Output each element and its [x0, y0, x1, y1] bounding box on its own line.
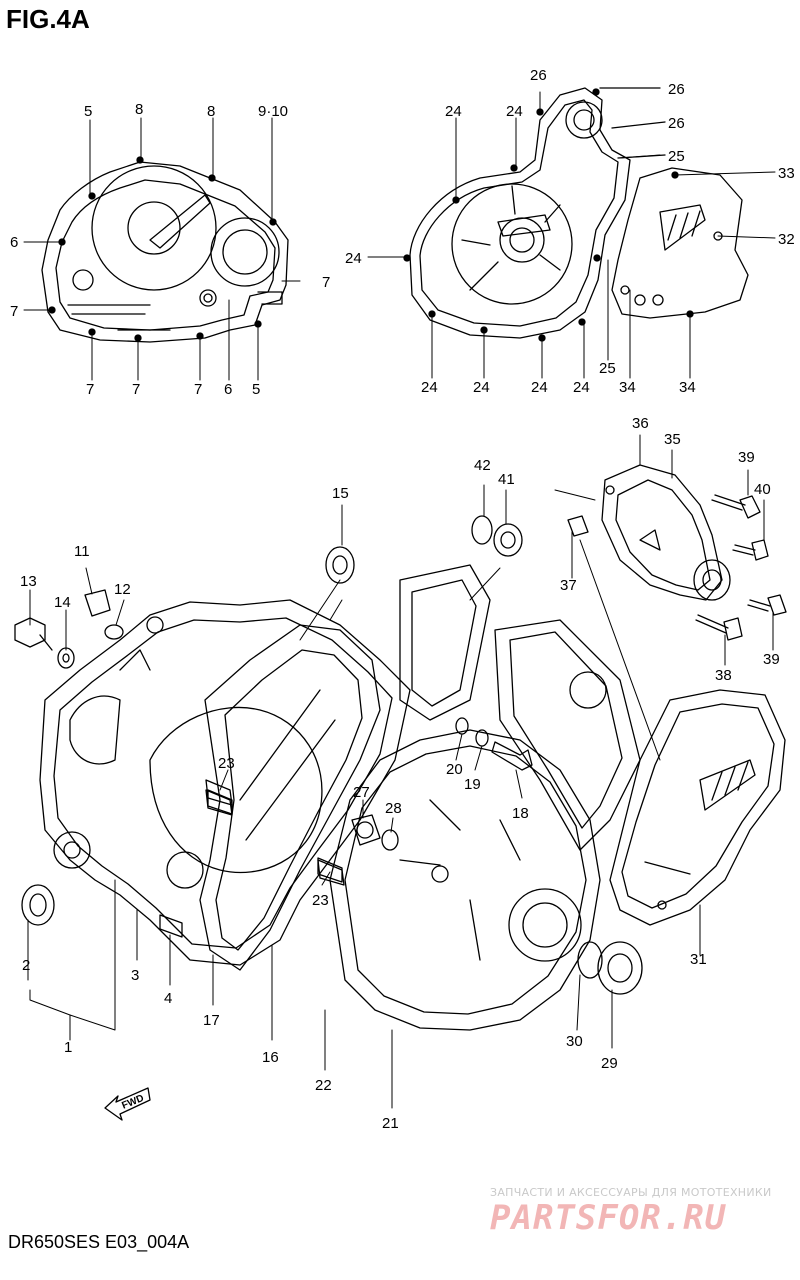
pump-cover-bolts — [695, 494, 787, 641]
callout-7: 7 — [322, 274, 330, 291]
callout-5: 5 — [252, 381, 260, 398]
callout-25: 25 — [668, 148, 685, 165]
callout-24: 24 — [421, 379, 438, 396]
callout-12: 12 — [114, 581, 131, 598]
callout-29: 29 — [601, 1055, 618, 1072]
callout-6: 6 — [10, 234, 18, 251]
callout-40: 40 — [754, 481, 771, 498]
callout-14: 14 — [54, 594, 71, 611]
callout-8: 8 — [135, 101, 143, 118]
watermark-logo: PARTSFOR.RU — [490, 1198, 727, 1238]
fwd-arrow: FWD — [104, 1087, 151, 1121]
callout-19: 19 — [464, 776, 481, 793]
figure-code: DR650SES E03_004A — [8, 1232, 190, 1252]
callout-3: 3 — [131, 967, 139, 984]
callout-24: 24 — [573, 379, 590, 396]
callout-27: 27 — [353, 784, 370, 801]
sprocket-cover-lower — [609, 689, 786, 926]
callout-6: 6 — [224, 381, 232, 398]
callout-39: 39 — [738, 449, 755, 466]
callout-7: 7 — [132, 381, 140, 398]
callout-7: 7 — [86, 381, 94, 398]
callout-21: 21 — [382, 1115, 399, 1132]
callout-33: 33 — [778, 165, 795, 182]
clutch-cover-gasket — [41, 156, 289, 343]
callout-36: 36 — [632, 415, 649, 432]
callout-24: 24 — [345, 250, 362, 267]
callout-34: 34 — [619, 379, 636, 396]
fwd-label: FWD — [120, 1093, 145, 1112]
sprocket-cover-upper — [611, 167, 749, 319]
watermark-caption: ЗАПЧАСТИ И АКСЕССУАРЫ ДЛЯ МОТОТЕХНИКИ — [490, 1186, 772, 1199]
callout-22: 22 — [315, 1077, 332, 1094]
callout-20: 20 — [446, 761, 463, 778]
callout-42: 42 — [474, 457, 491, 474]
callout-numbers: 5 8 8 9·10 6 7 7 7 7 7 6 5 26 26 26 25 2… — [10, 67, 795, 1132]
left-crankcase-cover — [39, 599, 411, 966]
callout-41: 41 — [498, 471, 515, 488]
leader-lines — [23, 91, 776, 1109]
callout-13: 13 — [20, 573, 37, 590]
callout-11: 11 — [74, 543, 90, 560]
callout-37: 37 — [560, 577, 577, 594]
callout-26: 26 — [668, 81, 685, 98]
right-crankcase-cover — [329, 564, 641, 1031]
callout-24: 24 — [531, 379, 548, 396]
callout-9-10: 9·10 — [258, 103, 288, 120]
callout-30: 30 — [566, 1033, 583, 1050]
callout-39: 39 — [763, 651, 780, 668]
callout-7: 7 — [194, 381, 202, 398]
figure-title: FIG.4A — [6, 4, 90, 34]
callout-38: 38 — [715, 667, 732, 684]
magneto-cover-gasket — [403, 87, 666, 342]
callout-17: 17 — [203, 1012, 220, 1029]
callout-24: 24 — [506, 103, 523, 120]
callout-31: 31 — [690, 951, 707, 968]
callout-24: 24 — [473, 379, 490, 396]
water-pump-cover — [601, 464, 731, 601]
callout-7: 7 — [10, 303, 18, 320]
callout-15: 15 — [332, 485, 349, 502]
callout-4: 4 — [164, 990, 172, 1007]
callout-5: 5 — [84, 103, 92, 120]
callout-2: 2 — [22, 957, 30, 974]
callout-35: 35 — [664, 431, 681, 448]
callout-25: 25 — [599, 360, 616, 377]
callout-34: 34 — [679, 379, 696, 396]
callout-16: 16 — [262, 1049, 279, 1066]
callout-8: 8 — [207, 103, 215, 120]
small-parts — [14, 515, 643, 995]
callout-1: 1 — [64, 1039, 72, 1056]
callout-23: 23 — [218, 755, 235, 772]
callout-24: 24 — [445, 103, 462, 120]
callout-23: 23 — [312, 892, 329, 909]
callout-18: 18 — [512, 805, 529, 822]
callout-32: 32 — [778, 231, 795, 248]
callout-28: 28 — [385, 800, 402, 817]
callout-26: 26 — [530, 67, 547, 84]
callout-26: 26 — [668, 115, 685, 132]
